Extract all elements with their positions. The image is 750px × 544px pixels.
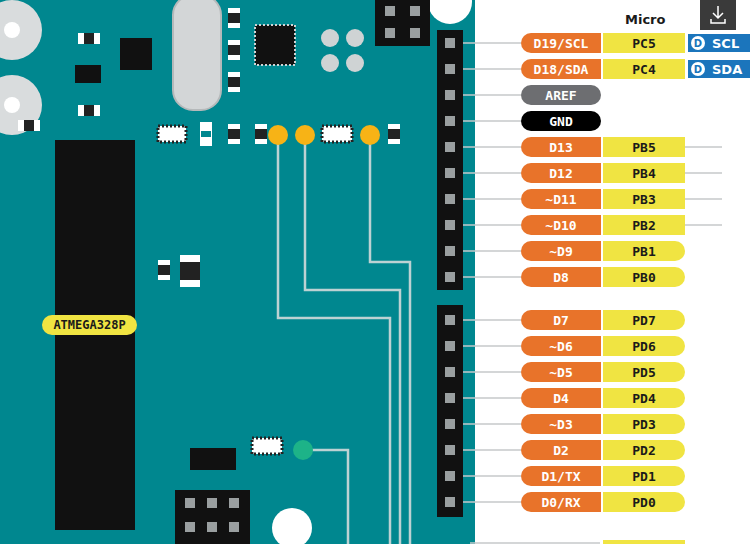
pin-label: PD0: [632, 495, 655, 510]
bus-badge: D SDA: [688, 60, 750, 78]
pin-label: PC4: [632, 62, 655, 77]
pin-name-pill: D1/TX: [521, 466, 601, 486]
pin-label: D2: [553, 443, 569, 458]
pin-name-pill: D8: [521, 267, 601, 287]
pin-label: D1/TX: [541, 469, 580, 484]
port-pin-pill: PD3: [603, 414, 685, 434]
pin-label: PB5: [632, 140, 655, 155]
port-pin-pill: PD6: [603, 336, 685, 356]
port-pin-pill: PB1: [603, 241, 685, 261]
pin-name-pill: D4: [521, 388, 601, 408]
pin-label: D4: [553, 391, 569, 406]
pin-label: ~D9: [549, 244, 572, 259]
pin-label: ~D5: [549, 365, 572, 380]
pin-label: AREF: [545, 88, 576, 103]
pin-label: SDA: [712, 62, 742, 77]
bus-icon-letter: D: [691, 36, 705, 50]
pin-label: PB0: [632, 270, 655, 285]
pin-label: GND: [549, 114, 572, 129]
pin-label: ~D11: [545, 192, 576, 207]
column-heading: Micro: [625, 12, 665, 27]
bus-badge: D SCL: [688, 34, 750, 52]
pin-label: ~D6: [549, 339, 572, 354]
pin-label: PC5: [632, 36, 655, 51]
port-pin-pill: PD7: [603, 310, 685, 330]
pin-name-pill: D0/RX: [521, 492, 601, 512]
pin-label: PD2: [632, 443, 655, 458]
pin-name-pill: ~D11: [521, 189, 601, 209]
pin-label: PD3: [632, 417, 655, 432]
pin-label: PD1: [632, 469, 655, 484]
bus-icon-letter: D: [691, 62, 705, 76]
chip-label: ATMEGA328P: [42, 315, 137, 335]
port-pin-pill: PB0: [603, 267, 685, 287]
pin-label: PB1: [632, 244, 655, 259]
pin-label: PD5: [632, 365, 655, 380]
pin-name-pill: ~D3: [521, 414, 601, 434]
pin-name-pill: D13: [521, 137, 601, 157]
port-pin-pill: PD1: [603, 466, 685, 486]
pin-label: PB2: [632, 218, 655, 233]
port-pin-box: PB5: [603, 137, 685, 157]
port-pin-pill: PD0: [603, 492, 685, 512]
pin-label: D18/SDA: [534, 62, 589, 77]
pin-label: PB3: [632, 192, 655, 207]
pin-name-pill: ~D6: [521, 336, 601, 356]
pin-label: PD7: [632, 313, 655, 328]
gnd-pill: GND: [521, 111, 601, 131]
port-pin-box: PC4: [603, 59, 685, 79]
pin-label: PD4: [632, 391, 655, 406]
port-pin-box: PB4: [603, 163, 685, 183]
pin-label: SCL: [712, 36, 739, 51]
aref-pill: AREF: [521, 85, 601, 105]
pin-name-pill: ~D10: [521, 215, 601, 235]
pin-label: D13: [549, 140, 572, 155]
pin-label: D12: [549, 166, 572, 181]
port-pin-box: PB3: [603, 189, 685, 209]
pin-label: D0/RX: [541, 495, 580, 510]
pin-label: PB4: [632, 166, 655, 181]
port-pin-pill: PD2: [603, 440, 685, 460]
pin-label: ~D10: [545, 218, 576, 233]
pin-label: ATMEGA328P: [53, 318, 125, 332]
port-pin-pill: PD5: [603, 362, 685, 382]
port-pin-box: PB2: [603, 215, 685, 235]
pin-label: D19/SCL: [534, 36, 589, 51]
pin-name-pill: D18/SDA: [521, 59, 601, 79]
pin-name-pill: D19/SCL: [521, 33, 601, 53]
pin-name-pill: D7: [521, 310, 601, 330]
pin-label: PD6: [632, 339, 655, 354]
pin-label: D7: [553, 313, 569, 328]
pin-name-pill: ~D5: [521, 362, 601, 382]
pin-name-pill: D12: [521, 163, 601, 183]
pin-label: ~D3: [549, 417, 572, 432]
pin-name-pill: D2: [521, 440, 601, 460]
pin-name-pill: ~D9: [521, 241, 601, 261]
port-pin-pill: PD4: [603, 388, 685, 408]
port-pin-box: PC5: [603, 33, 685, 53]
pin-label: D8: [553, 270, 569, 285]
